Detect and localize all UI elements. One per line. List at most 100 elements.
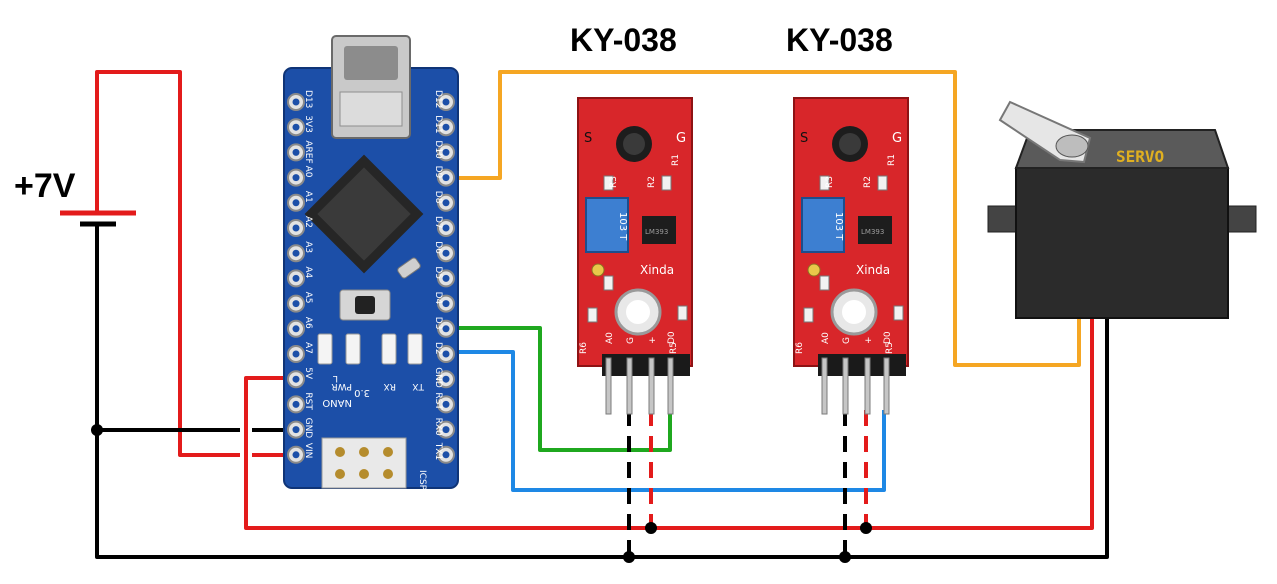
- resistor-label: R5: [885, 342, 895, 354]
- icsp-label: ICSP: [417, 470, 427, 491]
- wire-left-d0: [442, 326, 672, 452]
- smd-component: [893, 305, 904, 321]
- pin-label: D3: [433, 317, 443, 330]
- crystal: [397, 257, 421, 279]
- smd-component: [819, 275, 830, 291]
- pin-hole-center: [292, 426, 300, 434]
- servo-body: [1015, 167, 1229, 319]
- pin-label: 5V: [303, 367, 313, 380]
- resistor-label: R2: [647, 176, 657, 188]
- pin-label: D8: [433, 191, 443, 204]
- pin-label: RST: [303, 392, 313, 410]
- comparator-chip: [858, 216, 892, 244]
- pin-label: AREF: [303, 140, 313, 163]
- pin-hole-center: [292, 199, 300, 207]
- junction-dot: [839, 551, 851, 563]
- smd-component: [803, 307, 814, 323]
- power-label: +7V: [14, 167, 76, 205]
- pin-label: A4: [303, 266, 313, 278]
- header-pin-label: A0: [821, 332, 831, 344]
- pin-header: [818, 354, 906, 376]
- wires: [95, 70, 1109, 559]
- header-pin-label: A0: [605, 332, 615, 344]
- brand-text: Xinda: [640, 263, 674, 277]
- pin-hole-center: [442, 426, 450, 434]
- pin-label: 3V3: [303, 115, 313, 133]
- pin-label-g: G: [892, 131, 902, 146]
- pin-hole-center: [292, 274, 300, 282]
- pin-label: D12: [433, 90, 443, 108]
- junction-dot: [860, 522, 872, 534]
- pin-label: A6: [303, 317, 313, 329]
- potentiometer[interactable]: [585, 197, 629, 253]
- board-version: 3.0: [354, 387, 370, 398]
- header-pin: [864, 357, 871, 415]
- mcu-chip: [304, 154, 424, 274]
- pin-label: D6: [433, 241, 443, 254]
- pin-hole-center: [442, 148, 450, 156]
- header-pin-label: D0: [883, 331, 893, 344]
- resistor-label: R3: [825, 176, 835, 188]
- reset-button[interactable]: [355, 296, 375, 314]
- header-pin: [667, 357, 674, 415]
- wire-5v-rail: [244, 318, 1094, 530]
- pin-label: A3: [303, 241, 313, 253]
- led-label-tx: TX: [412, 381, 425, 391]
- chip-text: LM393: [645, 228, 668, 236]
- pin-hole-center: [292, 350, 300, 358]
- smd-component: [603, 175, 614, 191]
- status-leds: [317, 333, 423, 365]
- brand-text: Xinda: [856, 263, 890, 277]
- wire-right-d0: [442, 350, 886, 492]
- pin-hole-center: [292, 451, 300, 459]
- pin-hole-center: [442, 174, 450, 182]
- smd-component: [877, 175, 888, 191]
- pin-label-g: G: [676, 131, 686, 146]
- pin-label: GND: [433, 367, 443, 388]
- pin-hole-center: [292, 249, 300, 257]
- pin-label: D7: [433, 216, 443, 229]
- pin-label-s: S: [584, 131, 592, 146]
- servo-shaft: [1055, 134, 1089, 158]
- pin-label: D13: [303, 90, 313, 108]
- led-pwr: [317, 333, 333, 365]
- smd-component: [603, 275, 614, 291]
- pin-label: GND: [303, 418, 313, 439]
- potentiometer-text: 103 T: [617, 212, 628, 241]
- pin-label: A5: [303, 292, 313, 304]
- header-pin: [648, 357, 655, 415]
- pin-hole-center: [442, 123, 450, 131]
- pin-label: RX0: [433, 418, 443, 436]
- pin-hole-center: [292, 325, 300, 333]
- header-pin: [821, 357, 828, 415]
- junctions: [91, 424, 872, 563]
- pin-label: D5: [433, 266, 443, 279]
- resistor-label: R5: [669, 342, 679, 354]
- sensor-title-left: KY-038: [570, 22, 677, 58]
- potentiometer[interactable]: [801, 197, 845, 253]
- pin-label: D11: [433, 115, 443, 133]
- wire-battery-positive: [95, 70, 240, 457]
- servo-label: SERVO: [1116, 147, 1164, 166]
- header-pin: [842, 357, 849, 415]
- junction-dot: [623, 551, 635, 563]
- sensor-title-right: KY-038: [786, 22, 893, 58]
- pin-label: RST: [433, 392, 443, 410]
- pin-hole-center: [442, 300, 450, 308]
- board-name: NANO: [322, 397, 352, 408]
- potentiometer-screw[interactable]: [807, 263, 821, 277]
- header-pin-label: D0: [667, 331, 677, 344]
- led-rx: [381, 333, 397, 365]
- microphone-grille: [839, 133, 861, 155]
- pin-label: D2: [433, 342, 443, 355]
- potentiometer-screw[interactable]: [591, 263, 605, 277]
- pin-label: A7: [303, 342, 313, 354]
- pin-hole-center: [442, 400, 450, 408]
- pin-hole-center: [442, 325, 450, 333]
- led-label-rx: RX: [384, 381, 396, 391]
- pin-label: TX1: [433, 442, 443, 460]
- led-label-l: L: [333, 373, 338, 383]
